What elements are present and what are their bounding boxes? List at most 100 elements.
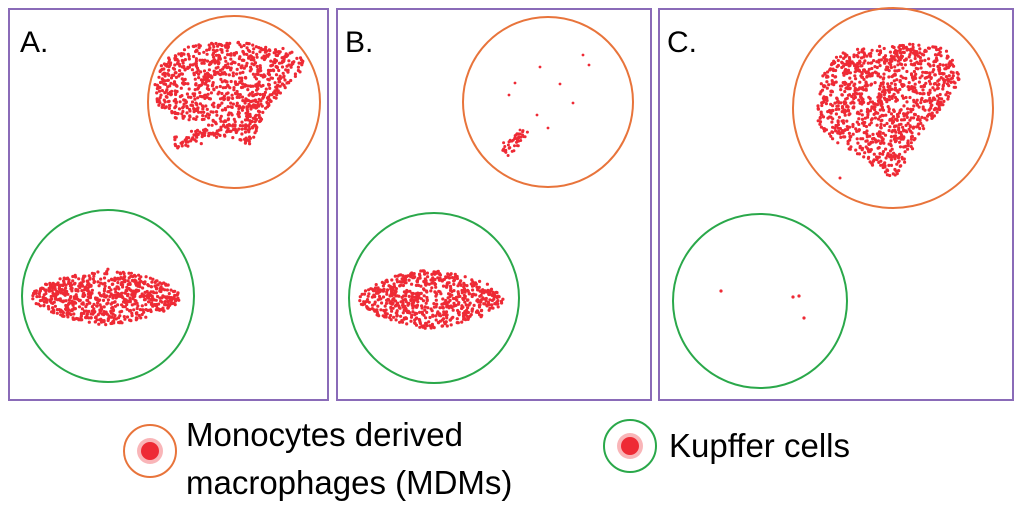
cell-dot [125, 307, 129, 311]
cell-dot [260, 104, 264, 108]
cell-dot [51, 306, 55, 310]
cell-dot [414, 323, 419, 327]
cell-dot [188, 114, 192, 118]
cell-dot [194, 83, 198, 87]
cell-dot [197, 46, 201, 50]
cell-dot [841, 106, 845, 110]
legend-kupffer: Kupffer cells [603, 419, 850, 473]
cell-dot [908, 48, 912, 52]
cell-dot [830, 120, 834, 124]
cell-dot [110, 282, 114, 286]
cell-dot [892, 92, 896, 96]
cell-dot [51, 294, 55, 298]
cell-dot [376, 312, 380, 316]
cell-dot [502, 141, 506, 145]
cell-dot [366, 294, 370, 298]
cell-dot [154, 303, 158, 307]
cell-dot [942, 99, 946, 103]
cell-dot [925, 71, 929, 75]
cell-dot [102, 276, 107, 280]
cell-dot [827, 83, 831, 87]
cell-dot [911, 78, 915, 82]
cell-dot [282, 74, 286, 78]
cell-dot [211, 48, 215, 52]
cell-dot [463, 275, 467, 279]
cell-dot [289, 78, 293, 83]
cell-dot [264, 87, 268, 91]
cell-dot [868, 134, 872, 138]
cell-dot [263, 50, 267, 54]
legend-mdm-swatch-ring [123, 424, 177, 478]
cell-dot [247, 139, 251, 143]
cell-dot [243, 141, 247, 145]
cell-dot [825, 74, 829, 78]
cell-dot [297, 61, 301, 65]
cell-dot [487, 308, 491, 312]
cell-dot [869, 54, 873, 58]
panel-a-frame [8, 8, 329, 401]
cell-dot [485, 282, 489, 286]
cell-dot [229, 79, 233, 84]
cell-dot [185, 92, 189, 96]
cell-dot [430, 281, 434, 285]
cell-dot [460, 306, 464, 311]
cell-dot [442, 310, 446, 314]
cell-dot [868, 149, 872, 153]
cell-dot [207, 131, 211, 135]
cell-dot [828, 68, 832, 72]
cell-dot [244, 123, 248, 127]
cell-dot [888, 117, 892, 122]
cell-dot [241, 124, 245, 128]
cell-dot [446, 272, 450, 276]
cell-dot [906, 107, 910, 111]
cell-dot [124, 298, 128, 302]
cell-dot [367, 292, 371, 296]
cell-dot [207, 68, 211, 72]
cell-dot [287, 59, 291, 63]
cell-dot [441, 324, 445, 328]
cell-dot [903, 63, 908, 67]
cell-dot [169, 81, 173, 85]
cell-dot [935, 87, 940, 91]
cell-dot [129, 271, 133, 275]
cell-dot [476, 288, 480, 292]
cell-dot [248, 136, 252, 140]
cell-dot [57, 290, 61, 294]
cell-dot [149, 285, 153, 289]
cell-dot [901, 76, 905, 80]
cell-dot [224, 72, 228, 76]
cell-dot [385, 292, 389, 296]
cell-dot [482, 291, 486, 295]
cell-dot [179, 52, 183, 56]
cell-dot [855, 137, 859, 141]
cell-dot [245, 106, 249, 110]
cell-dot [866, 61, 870, 65]
cell-dot [257, 104, 261, 108]
cell-dot [952, 80, 956, 84]
cell-dot [55, 308, 59, 312]
cell-dot [246, 110, 250, 114]
cell-dot [886, 65, 890, 69]
cell-dot [388, 316, 392, 320]
cell-dot [48, 299, 52, 303]
cell-dot [190, 100, 195, 104]
cell-dot [104, 295, 108, 299]
cell-dot [410, 273, 414, 277]
cell-dot [456, 295, 460, 299]
cell-dot [204, 104, 208, 108]
cell-dot [876, 139, 881, 143]
legend-mdm-line2: macrophages (MDMs) [186, 464, 512, 501]
cell-dot [402, 290, 406, 294]
cell-dot [894, 130, 898, 134]
cell-dot [193, 138, 197, 142]
cell-dot [254, 118, 258, 122]
cell-dot [266, 101, 270, 105]
cell-dot [916, 115, 920, 119]
cell-dot [862, 55, 866, 59]
cell-dot [95, 304, 99, 308]
cell-dot [820, 103, 824, 108]
cell-dot [846, 139, 850, 144]
cell-dot [229, 111, 233, 115]
cell-dot [930, 99, 934, 103]
cell-dot [167, 292, 171, 296]
